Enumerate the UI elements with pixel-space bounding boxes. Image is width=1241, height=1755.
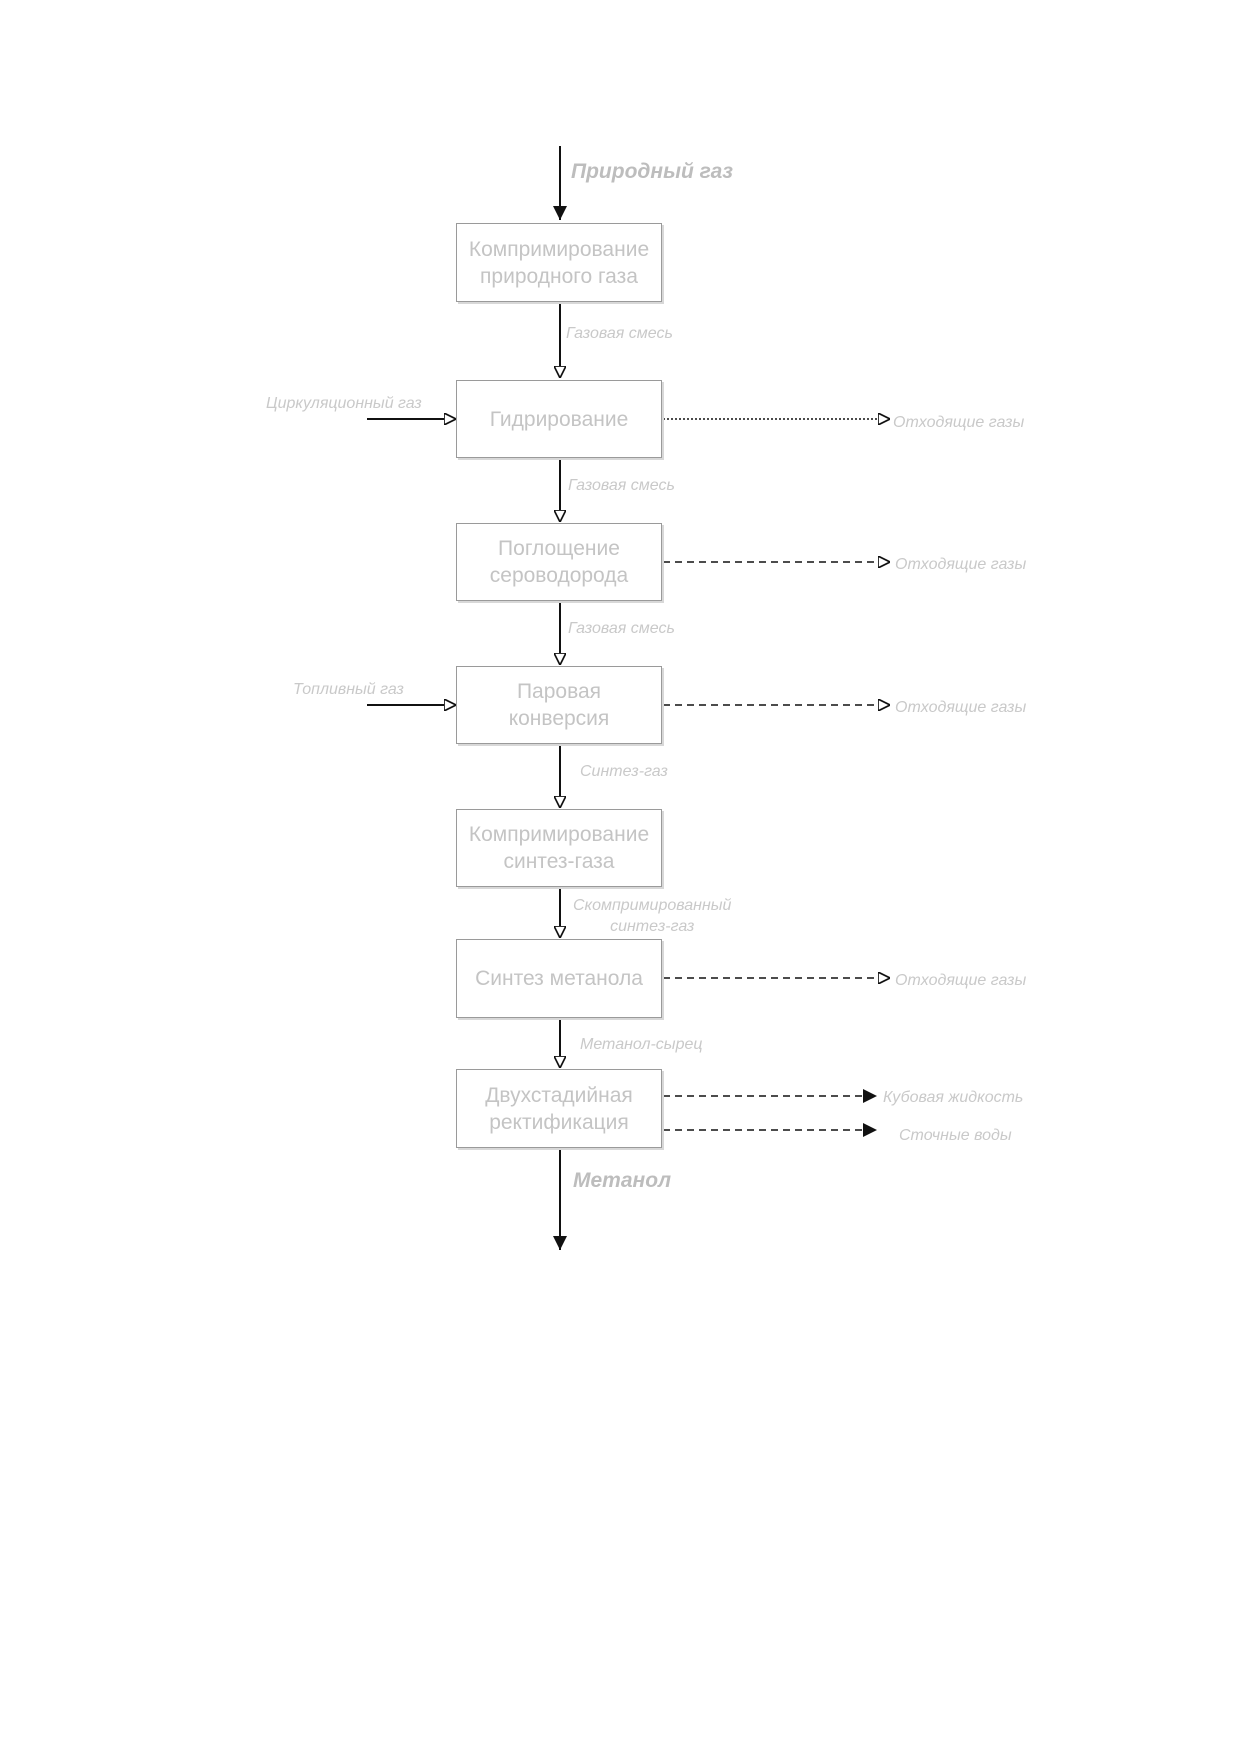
block-compress-syngas: Компримирование синтез-газа: [456, 809, 662, 887]
label-gas-mix-1: Газовая смесь: [566, 325, 673, 342]
block-rectification: Двухстадийная ректификация: [456, 1069, 662, 1148]
label-wastewater: Сточные воды: [899, 1127, 1012, 1144]
label-offgas-2: Отходящие газы: [895, 556, 1027, 573]
label-recycle-gas: Циркуляционный газ: [266, 395, 422, 412]
label-gas-mix-3: Газовая смесь: [568, 620, 675, 637]
block-steam-reforming: Паровая конверсия: [456, 666, 662, 744]
label-offgas-1: Отходящие газы: [893, 414, 1025, 431]
label-syngas: Синтез-газ: [580, 763, 668, 780]
block-hydrogenation: Гидрирование: [456, 380, 662, 458]
label-gas-mix-2: Газовая смесь: [568, 477, 675, 494]
label-methanol-product: Метанол: [573, 1169, 672, 1192]
label-compressed-syngas: Скомпримированный синтез-газ: [573, 897, 732, 935]
block-compress-natural-gas: Компримирование природного газа: [456, 223, 662, 302]
label-raw-methanol: Метанол-сырец: [580, 1036, 703, 1053]
label-fuel-gas: Топливный газ: [293, 681, 404, 698]
block-methanol-synthesis: Синтез метанола: [456, 939, 662, 1018]
block-h2s-absorption: Поглощение сероводорода: [456, 523, 662, 601]
label-offgas-3: Отходящие газы: [895, 699, 1027, 716]
label-natural-gas-feed: Природный газ: [571, 160, 734, 183]
label-bottoms: Кубовая жидкость: [883, 1089, 1024, 1106]
label-offgas-4: Отходящие газы: [895, 972, 1027, 989]
